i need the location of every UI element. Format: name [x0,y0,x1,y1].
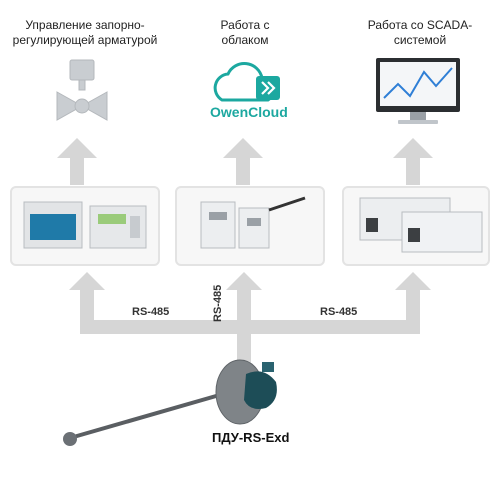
arrow-up-cloud [223,138,263,185]
connector-left [80,320,250,334]
title-scada: Работа со SCADA-системой [367,18,473,47]
device-name-label: ПДУ-RS-Exd [212,430,290,445]
arrow-up-scada [393,138,433,185]
arrow-up-box-center [226,272,262,360]
rs485-label-right: RS-485 [320,306,358,318]
connector-drop [237,320,251,365]
controller-devices-right [359,197,483,253]
rs485-label-left: RS-485 [132,306,170,318]
arrow-up-valve [57,138,97,185]
owencloud-logo: OwenCloud [210,104,288,120]
title-valve-control: Управление запорно-регулирующей арматуро… [12,18,158,47]
cloud-icon [213,62,280,102]
connector-right [237,320,420,334]
controller-devices-left [23,201,147,249]
valve-icon [56,59,108,121]
controllers-box-center [175,186,325,266]
controllers-box-right [342,186,490,266]
controllers-box-left [10,186,160,266]
monitor-icon [376,58,460,124]
arrow-up-box-right [395,272,431,332]
controller-devices-center [200,196,306,249]
title-cloud: Работа с облаком [220,18,270,47]
arrow-up-box-left [69,272,105,332]
